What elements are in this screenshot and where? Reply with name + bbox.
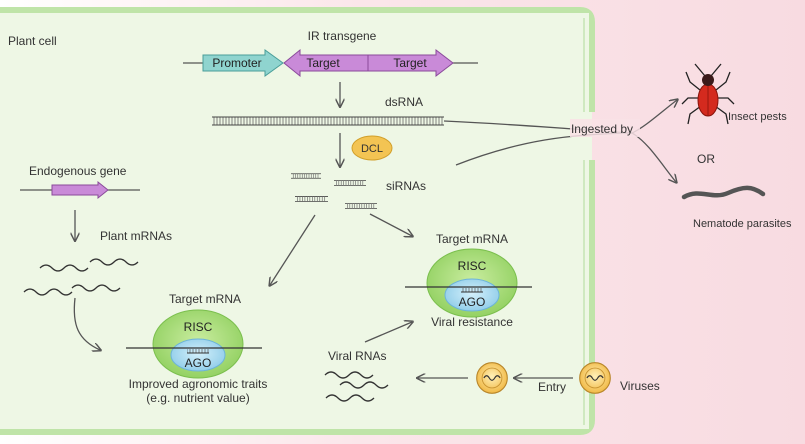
plant-cell-label: Plant cell [8,34,57,48]
dsrna-duplex [212,116,444,126]
ir-transgene [183,48,478,78]
endogenous-gene [20,180,140,200]
endogenous-gene-label: Endogenous gene [29,164,127,178]
plant-mrna-squiggles [23,258,139,296]
plant-mrnas-label: Plant mRNAs [100,229,172,243]
sirnas-label: siRNAs [386,179,426,193]
target-label-1: Target [306,56,340,70]
viral-rna-squiggles [324,371,389,402]
arrow-sirna-to-left-risc [270,214,316,285]
target-mrna-left-label: Target mRNA [169,292,241,306]
dsrna-label: dsRNA [385,95,423,109]
arrow-sirna-to-right-risc [369,213,412,236]
improved-traits-line1: Improved agronomic traits [129,377,268,391]
viral-resistance-label: Viral resistance [431,315,513,329]
risc-left-label: RISC [184,320,213,334]
target-label-2: Target [393,56,427,70]
insect-pests-label: Insect pests [728,111,787,123]
arrow-viral-rnas-to-risc [364,322,412,343]
ago-left-label: AGO [185,356,212,370]
entry-label: Entry [538,380,566,394]
or-label: OR [697,152,715,166]
ingested-by-label: Ingested by [571,122,633,136]
nematode-icon [681,185,766,200]
risc-right-label: RISC [458,259,487,273]
promoter-arrow [202,49,284,77]
target-mrna-right-label: Target mRNA [436,232,508,246]
virus-inside-icon [476,362,508,394]
insect-pest-icon [681,63,735,125]
plant-cell [0,7,595,435]
viruses-label: Viruses [620,379,660,393]
arrow-mrnas-to-risc [73,297,100,350]
risc-complex-right [405,248,532,318]
target-arrow-right [367,48,454,78]
virus-outside-icon [579,362,611,394]
promoter-label: Promoter [212,56,261,70]
viral-rnas-label: Viral RNAs [328,349,386,363]
dcl-label: DCL [361,143,383,155]
dcl-enzyme [351,135,393,161]
improved-traits-line2: (e.g. nutrient value) [146,391,249,405]
ago-right-label: AGO [459,295,486,309]
ir-transgene-label: IR transgene [308,29,377,43]
risc-complex-left [126,309,262,379]
nematode-parasites-label: Nematode parasites [693,218,792,230]
ingested-label-bg [570,119,640,137]
